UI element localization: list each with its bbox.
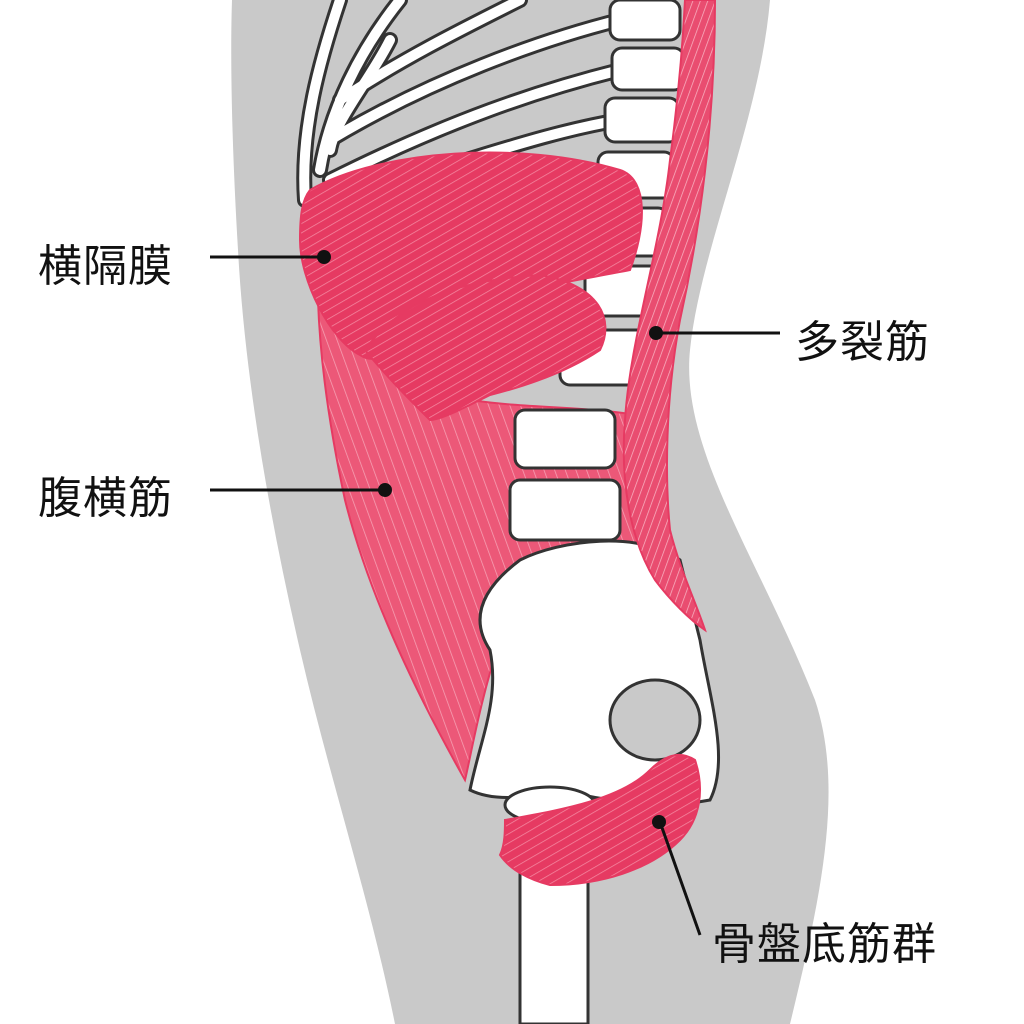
pelvic-floor-muscle bbox=[498, 753, 701, 887]
leader-lines bbox=[210, 255, 780, 936]
diaphragm-crus bbox=[363, 273, 607, 422]
label-diaphragm: 横隔膜 bbox=[38, 241, 173, 292]
multifidus-muscle bbox=[622, 0, 717, 633]
label-pelvic-floor: 骨盤底筋群 bbox=[712, 919, 937, 970]
diaphragm-marker-dot bbox=[317, 250, 331, 264]
label-transversus-abdominis: 腹横筋 bbox=[38, 473, 173, 524]
label-multifidus: 多裂筋 bbox=[795, 317, 930, 368]
pelvic-floor-marker-dot bbox=[652, 815, 666, 829]
multifidus-marker-dot bbox=[649, 326, 663, 340]
transversus-marker-dot bbox=[378, 483, 392, 497]
